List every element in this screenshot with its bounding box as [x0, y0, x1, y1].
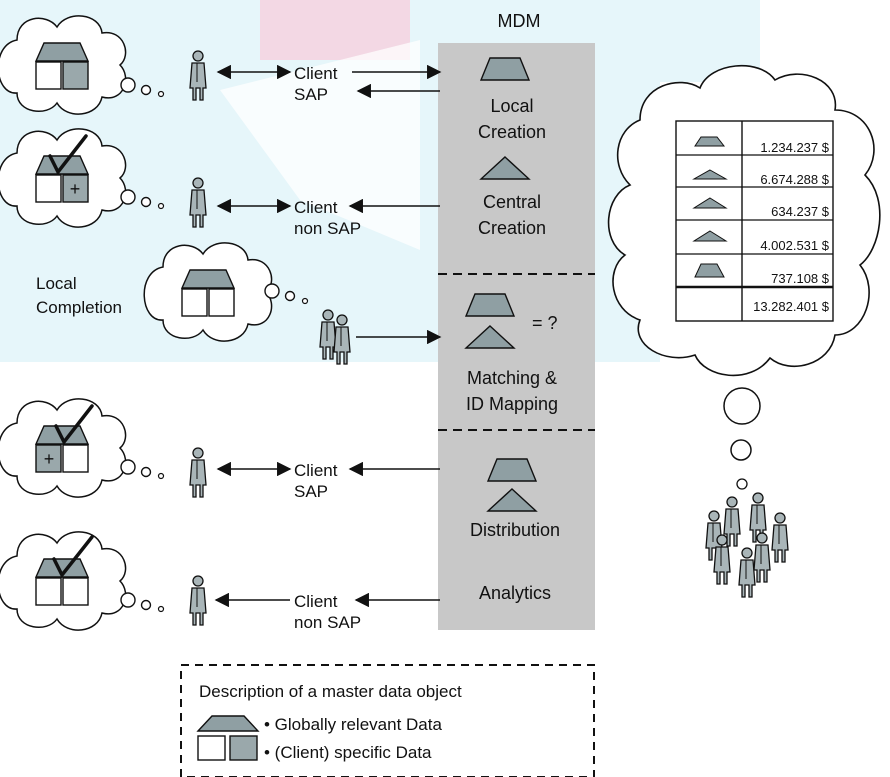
trapezoid-icon [480, 57, 530, 81]
central-creation-label-1: Central [483, 192, 541, 212]
legend-box [180, 664, 595, 777]
local-completion-label-1: Local [36, 274, 77, 293]
table-value-2: 6.674.288 $ [760, 172, 829, 187]
client-4-line-1: Client [294, 592, 338, 611]
thought-cloud-3 [143, 242, 273, 342]
svg-text:+: + [70, 179, 81, 199]
table-value-4: 4.002.531 $ [760, 238, 829, 253]
person-icon [189, 575, 207, 626]
trapezoid-icon [487, 458, 537, 482]
analytics-label: Analytics [479, 583, 551, 603]
client-2-line-1: Client [294, 198, 338, 217]
mdm-column [438, 43, 595, 630]
box-dark-icon [229, 735, 258, 761]
legend-item-1: • Globally relevant Data [264, 715, 442, 734]
svg-text:+: + [44, 449, 55, 469]
local-creation-label-2: Creation [478, 122, 546, 142]
matching-label-1: Matching & [467, 368, 557, 388]
roof-icon [196, 715, 260, 732]
thought-cloud-4: + [0, 398, 127, 498]
person-icon [189, 447, 207, 498]
thought-cloud-1 [0, 15, 127, 115]
client-1-line-1: Client [294, 64, 338, 83]
client-2-line-2: non SAP [294, 219, 361, 238]
local-creation-label-1: Local [490, 96, 533, 116]
table-total: 13.282.401 $ [753, 299, 830, 314]
table-value-3: 634.237 $ [771, 204, 830, 219]
matching-label-2: ID Mapping [466, 394, 558, 414]
trapezoid-icon [465, 293, 515, 317]
client-4-line-2: non SAP [294, 613, 361, 632]
legend-item-2: • (Client) specific Data [264, 743, 432, 762]
client-3-line-2: SAP [294, 482, 328, 501]
matching-equals-label: = ? [532, 313, 558, 333]
thought-cloud-5 [0, 531, 127, 631]
mdm-title: MDM [498, 11, 541, 31]
thought-cloud-2: + [0, 128, 127, 228]
local-completion-label-2: Completion [36, 298, 122, 317]
central-creation-label-2: Creation [478, 218, 546, 238]
analytics-table: 1.234.237 $ 6.674.288 $ 634.237 $ 4.002.… [675, 120, 834, 322]
table-value-5: 737.108 $ [771, 271, 830, 286]
client-1-line-2: SAP [294, 85, 328, 104]
legend-title: Description of a master data object [199, 682, 462, 701]
box-white-icon [197, 735, 226, 761]
client-3-line-1: Client [294, 461, 338, 480]
table-value-1: 1.234.237 $ [760, 140, 829, 155]
distribution-label: Distribution [470, 520, 560, 540]
group-of-people-icon [705, 492, 789, 598]
